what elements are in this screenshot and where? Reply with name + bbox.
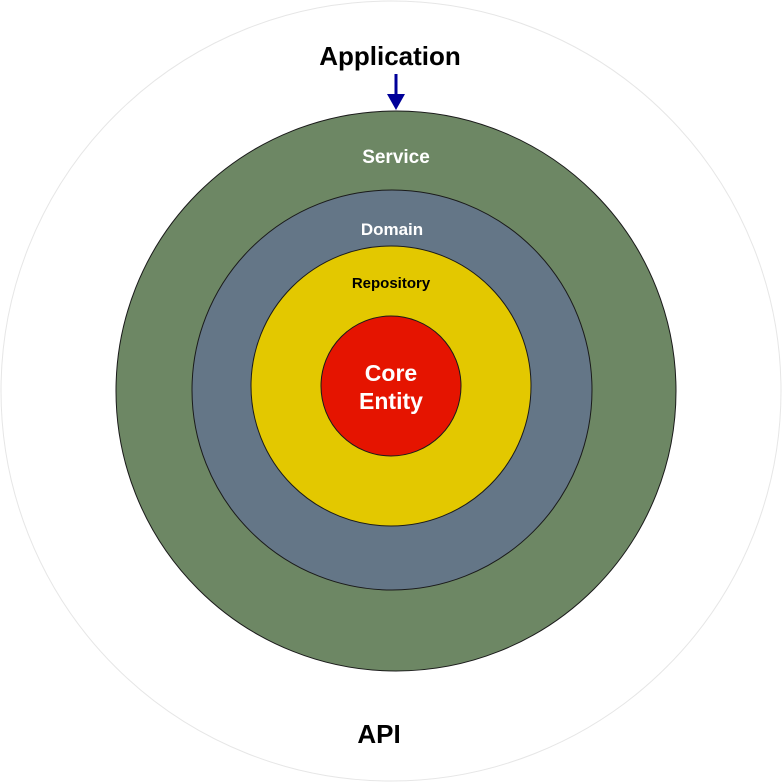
entity-label: Entity — [359, 388, 423, 414]
dependency-arrow — [387, 74, 405, 110]
application-label: Application — [319, 41, 461, 71]
repository-label: Repository — [352, 275, 431, 292]
core-entity-circle — [320, 315, 462, 457]
domain-label: Domain — [361, 220, 423, 239]
api-label: API — [357, 719, 400, 749]
core-label: Core — [365, 360, 417, 386]
service-label: Service — [362, 147, 430, 168]
